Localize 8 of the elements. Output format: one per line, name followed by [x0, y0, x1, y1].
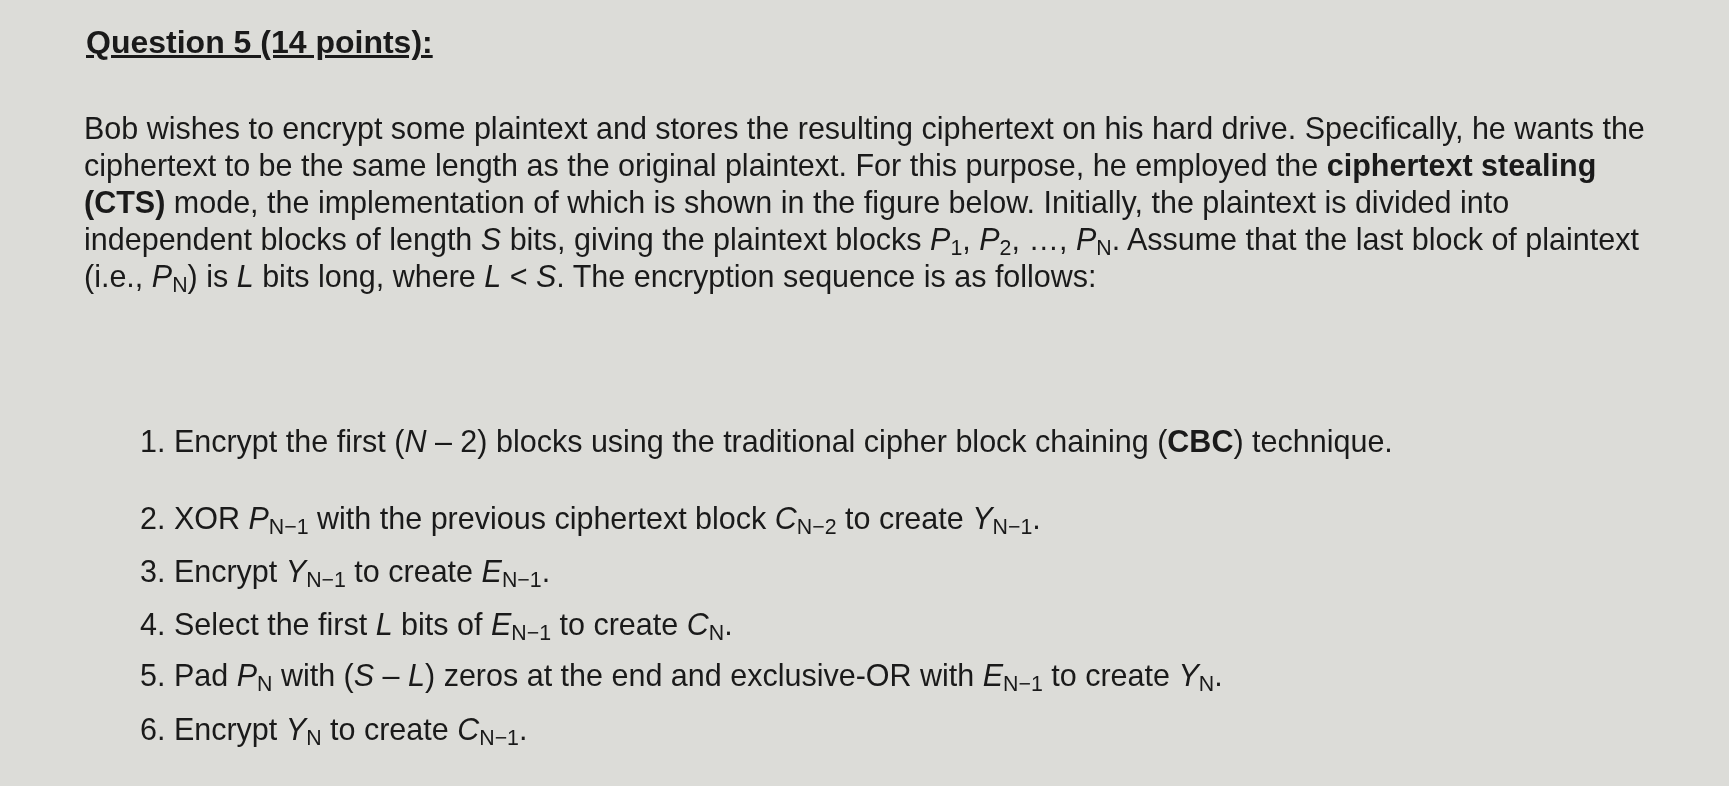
step-text: 1. Encrypt the first (N – 2) blocks using the traditional cipher block chaining (CBC) technique.: [140, 423, 1394, 459]
question-paragraph: Bob wishes to encrypt some plaintext and stores the resulting ciphertext on his hard drive. Specifically, he wants the ciphertext to be the same length as the original plaintext. For this purpose, he employed the ciphertext stealing (CTS) mode, the implementation of which is shown in the figure below. Initially, the plaintext is divided into independent blocks of length S bits, giving the plaintext blocks P$_{1}$, P$_{2}$, …, P$_{N}$. Assume that the last block of plaintext (i.e., P$_{N}$) is L bits long, where L < S. The encryption sequence is as follows:: [84, 110, 1646, 295]
step-text: 5. Pad P$_{N}$ with (S – L) zeros at the end and exclusive-OR with E$_{N−1}$ to create Y$_{N}$.: [140, 657, 1224, 693]
step-text: 3. Encrypt Y$_{N−1}$ to create E$_{N−1}$.: [140, 553, 552, 589]
question-heading: Question 5 (14 points):: [86, 24, 433, 61]
step-text: 2. XOR P$_{N−1}$ with the previous ciphertext block C$_{N−2}$ to create Y$_{N−1}$.: [140, 500, 1042, 536]
step-text: 4. Select the first L bits of E$_{N−1}$ to create C$_{N}$.: [140, 606, 734, 642]
step-text: 6. Encrypt Y$_{N}$ to create C$_{N−1}$.: [140, 711, 529, 747]
